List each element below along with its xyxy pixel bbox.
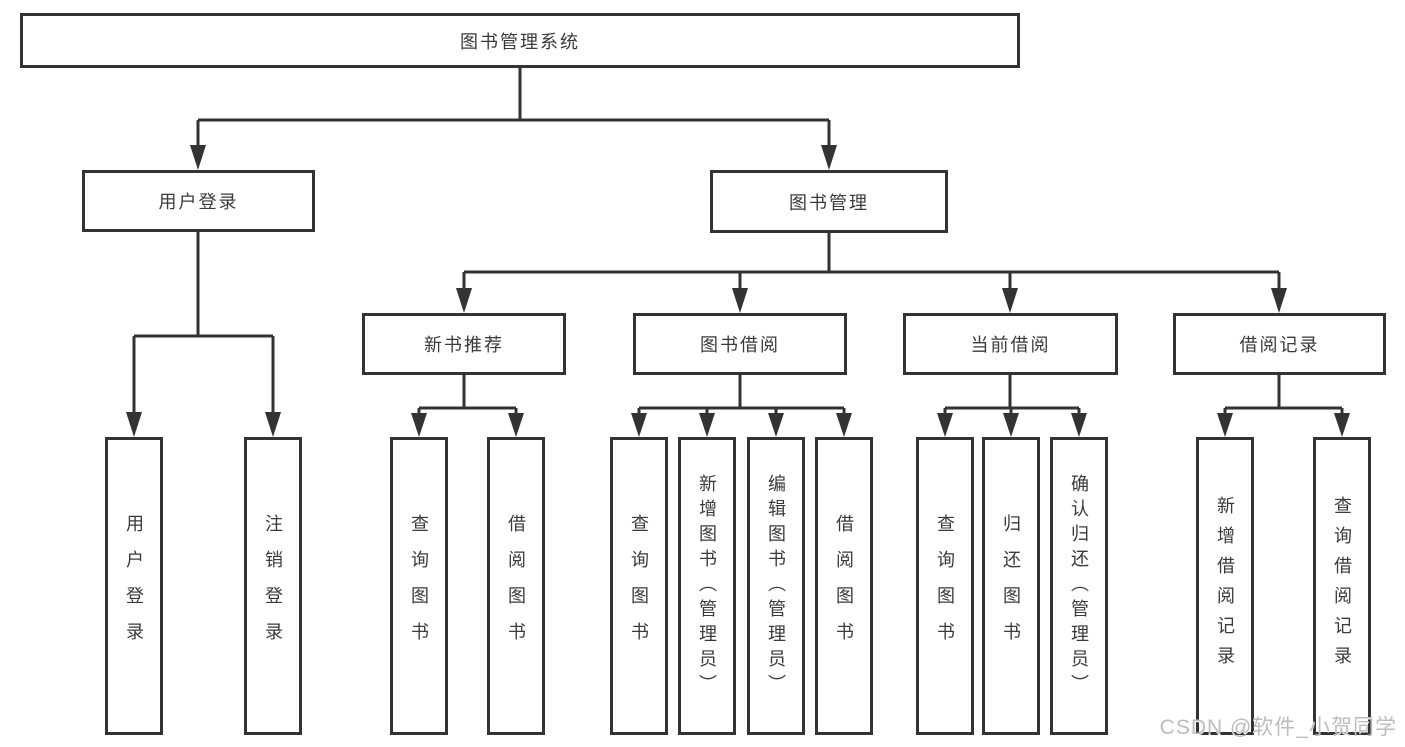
node-current-borrowing: 当前借阅 — [903, 313, 1118, 375]
node-book-borrowing-label: 图书借阅 — [700, 335, 780, 355]
leaf-borrow-books-recommend-label: 借阅图书 — [506, 514, 526, 658]
node-user-login-label: 用户登录 — [158, 192, 239, 212]
leaf-query-books-borrowing: 查询图书 — [610, 437, 668, 735]
leaf-query-books-borrowing-label: 查询图书 — [629, 514, 649, 658]
node-borrowing-records: 借阅记录 — [1173, 313, 1386, 375]
leaf-confirm-return-admin: 确认归还（管理员） — [1050, 437, 1108, 735]
node-new-book-recommendation-label: 新书推荐 — [424, 335, 504, 355]
leaf-add-book-admin: 新增图书（管理员） — [678, 437, 736, 735]
leaf-user-login: 用户登录 — [105, 437, 163, 735]
leaf-user-login-label: 用户登录 — [124, 514, 144, 658]
node-current-borrowing-label: 当前借阅 — [970, 335, 1051, 355]
leaf-borrow-books-borrowing: 借阅图书 — [815, 437, 873, 735]
leaf-query-books-recommend: 查询图书 — [390, 437, 448, 735]
leaf-return-books: 归还图书 — [982, 437, 1040, 735]
node-borrowing-records-label: 借阅记录 — [1239, 335, 1320, 355]
leaf-add-borrow-record-label: 新增借阅记录 — [1215, 496, 1235, 676]
node-user-login: 用户登录 — [82, 170, 315, 232]
leaf-query-borrow-record: 查询借阅记录 — [1313, 437, 1371, 735]
leaf-borrow-books-borrowing-label: 借阅图书 — [834, 514, 854, 658]
leaf-borrow-books-recommend: 借阅图书 — [487, 437, 545, 735]
leaf-edit-book-admin: 编辑图书（管理员） — [747, 437, 805, 735]
leaf-add-borrow-record: 新增借阅记录 — [1196, 437, 1254, 735]
leaf-return-books-label: 归还图书 — [1001, 514, 1021, 658]
node-book-management: 图书管理 — [710, 170, 948, 233]
node-book-borrowing: 图书借阅 — [633, 313, 847, 375]
node-new-book-recommendation: 新书推荐 — [362, 313, 566, 375]
leaf-edit-book-admin-label: 编辑图书（管理员） — [766, 473, 786, 699]
node-book-management-label: 图书管理 — [789, 192, 869, 213]
leaf-query-books-current-label: 查询图书 — [935, 514, 955, 658]
leaf-confirm-return-admin-label: 确认归还（管理员） — [1069, 473, 1089, 699]
leaf-query-books-recommend-label: 查询图书 — [409, 514, 429, 658]
csdn-watermark: CSDN @软件_小贺同学 — [1159, 716, 1397, 739]
leaf-add-book-admin-label: 新增图书（管理员） — [697, 473, 717, 699]
leaf-logout: 注销登录 — [244, 437, 302, 735]
leaf-query-books-current: 查询图书 — [916, 437, 974, 735]
leaf-logout-label: 注销登录 — [263, 514, 283, 658]
leaf-query-borrow-record-label: 查询借阅记录 — [1332, 496, 1352, 676]
node-root-label: 图书管理系统 — [460, 31, 580, 52]
node-root: 图书管理系统 — [20, 13, 1020, 68]
